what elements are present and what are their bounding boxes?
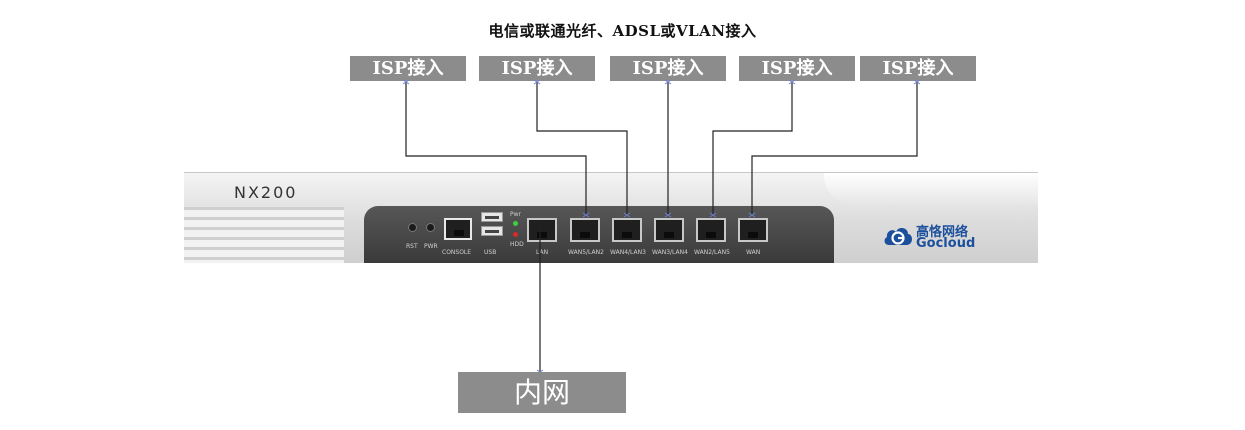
usb-port-icon-2 bbox=[481, 226, 503, 236]
connector-marker-icon bbox=[788, 79, 796, 85]
diagram-caption: 电信或联通光纤、ADSL或VLAN接入 bbox=[488, 22, 757, 40]
power-led-label: Pwr bbox=[510, 211, 521, 218]
wan-port-icon bbox=[738, 218, 768, 242]
gocloud-cloud-icon bbox=[884, 228, 912, 245]
wan4-lan3-port-label: WAN4/LAN3 bbox=[610, 249, 646, 256]
device-front-panel: RST PWR CONSOLE USB Pwr HDD LAN WAN5/LAN… bbox=[364, 206, 834, 263]
lan-port-icon bbox=[527, 218, 557, 242]
isp-access-box-1: ISP接入 bbox=[350, 56, 466, 81]
power-button-label: PWR bbox=[424, 243, 438, 250]
connector-marker-icon bbox=[664, 212, 672, 218]
wan2-lan5-port-icon bbox=[696, 218, 726, 242]
wan4-lan3-port-icon bbox=[612, 218, 642, 242]
isp-access-box-2: ISP接入 bbox=[479, 56, 595, 81]
wan5-lan2-port-label: WAN5/LAN2 bbox=[568, 249, 604, 256]
wire-isp1-wan5 bbox=[405, 82, 587, 215]
wan5-lan2-port-icon bbox=[570, 218, 600, 242]
connector-marker-icon bbox=[748, 212, 756, 218]
reset-button-label: RST bbox=[406, 243, 418, 250]
connector-marker-icon bbox=[533, 79, 541, 85]
power-button-icon bbox=[426, 223, 435, 232]
router-device: NX200 RST PWR CONSOLE USB Pwr HDD LAN bbox=[184, 172, 1038, 263]
wan2-lan5-port-label: WAN2/LAN5 bbox=[694, 249, 730, 256]
connector-marker-icon bbox=[709, 212, 717, 218]
wire-isp2-wan4 bbox=[536, 82, 628, 215]
wan-port-label: WAN bbox=[746, 249, 761, 256]
device-model-label: NX200 bbox=[234, 183, 298, 202]
connector-marker-icon bbox=[623, 212, 631, 218]
connector-marker-icon bbox=[664, 79, 672, 85]
lan-port-label: LAN bbox=[536, 249, 549, 256]
connector-marker-icon bbox=[913, 79, 921, 85]
console-port-icon bbox=[444, 218, 472, 240]
brand-name-en: Gocloud bbox=[916, 236, 976, 251]
device-vent-grille bbox=[184, 207, 344, 263]
wire-isp4-wan2 bbox=[712, 82, 793, 215]
console-port-label: CONSOLE bbox=[442, 249, 472, 256]
connector-marker-icon bbox=[582, 212, 590, 218]
device-right-plate bbox=[824, 173, 1038, 205]
wire-isp5-wan bbox=[751, 82, 918, 215]
hdd-led-label: HDD bbox=[510, 241, 524, 248]
connector-marker-icon bbox=[402, 79, 410, 85]
isp-access-box-3: ISP接入 bbox=[610, 56, 726, 81]
power-led-icon bbox=[513, 221, 518, 226]
reset-button-icon bbox=[408, 223, 417, 232]
brand-name-cn: 高恪网络 bbox=[916, 225, 969, 240]
hdd-led-icon bbox=[513, 232, 518, 237]
usb-port-label: USB bbox=[484, 249, 497, 256]
intranet-box: 内网 bbox=[458, 372, 626, 413]
wan3-lan4-port-icon bbox=[654, 218, 684, 242]
wan3-lan4-port-label: WAN3/LAN4 bbox=[652, 249, 688, 256]
isp-access-box-5: ISP接入 bbox=[860, 56, 976, 81]
isp-access-box-4: ISP接入 bbox=[739, 56, 855, 81]
usb-port-icon-1 bbox=[481, 212, 503, 222]
